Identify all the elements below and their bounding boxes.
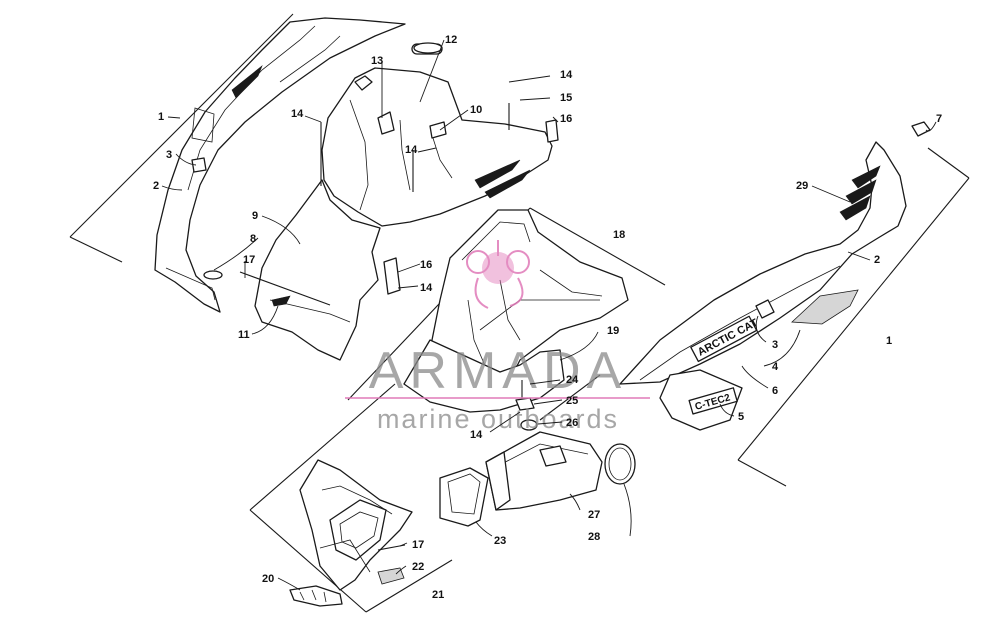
hood-lower: [254, 179, 381, 361]
clip-left: [383, 257, 401, 295]
clip-right: [545, 119, 559, 143]
callout-22: 22: [412, 561, 424, 573]
callout-14-d: 14: [420, 282, 433, 294]
watermark-main: ARMADA: [369, 342, 627, 400]
callout-14-b: 14: [405, 144, 418, 156]
hood-vent: [271, 295, 291, 307]
watermark: ARMADA marine outboards: [345, 240, 650, 434]
right-panel-stripes: [839, 165, 881, 221]
callout-14-c: 14: [560, 69, 573, 81]
callout-15: 15: [560, 92, 572, 104]
clamp-28: [604, 443, 636, 485]
callout-17-lower: 17: [412, 539, 424, 551]
callout-10: 10: [470, 104, 482, 116]
callout-25: 25: [566, 395, 578, 407]
hood-upper: [321, 67, 553, 227]
callout-16-top: 16: [560, 113, 572, 125]
callout-7: 7: [936, 113, 942, 125]
callout-24: 24: [566, 374, 579, 386]
callout-8: 8: [250, 233, 256, 245]
callout-13: 13: [371, 55, 383, 67]
callout-18: 18: [613, 229, 625, 241]
left-grommet: [203, 270, 223, 280]
gasket-26: [520, 419, 538, 431]
callout-3-left: 3: [166, 149, 172, 161]
callout-6: 6: [772, 385, 778, 397]
callout-19: 19: [607, 325, 619, 337]
callout-2-left: 2: [153, 180, 159, 192]
callout-12: 12: [445, 34, 457, 46]
callout-21: 21: [432, 589, 444, 601]
watermark-logo: [466, 240, 530, 309]
leader-lines: [161, 39, 937, 591]
callout-14-a: 14: [291, 108, 304, 120]
callout-28: 28: [588, 531, 600, 543]
callout-4: 4: [772, 361, 779, 373]
clip-7: [911, 121, 931, 137]
callout-29: 29: [796, 180, 808, 192]
callout-26: 26: [566, 417, 578, 429]
bracket-20: [289, 585, 343, 607]
lower-front-assembly: [249, 383, 453, 613]
screen: [354, 75, 373, 91]
callout-5: 5: [738, 411, 744, 423]
callout-1-right: 1: [886, 335, 892, 347]
callout-1-left: 1: [158, 111, 164, 123]
callout-3-right: 3: [772, 339, 778, 351]
callout-23: 23: [494, 535, 506, 547]
hood-assembly: [239, 42, 559, 361]
left-panel-vent: [231, 65, 263, 99]
callout-17-upper: 17: [243, 254, 255, 266]
callout-16-mid: 16: [420, 259, 432, 271]
callout-2-right: 2: [874, 254, 880, 266]
air-box: [347, 207, 666, 431]
decal-4: [791, 289, 859, 325]
left-side-panel-assembly: [69, 13, 406, 313]
callout-14-e: 14: [470, 429, 483, 441]
latch-right: [429, 121, 447, 139]
callout-9: 9: [252, 210, 258, 222]
badge-3: [755, 299, 775, 319]
intake-duct: [439, 431, 636, 527]
bracket-line-1a: [69, 13, 294, 238]
gasket-23: [439, 467, 489, 527]
rod-17: [239, 271, 331, 306]
callout-20: 20: [262, 573, 274, 585]
right-side-panel-assembly: ARCTIC CAT C-TEC2: [539, 121, 970, 487]
left-panel-badge: [191, 157, 207, 173]
callout-11: 11: [238, 329, 250, 341]
watermark-sub: marine outboards: [377, 404, 619, 434]
callout-27: 27: [588, 509, 600, 521]
bracket-line-1b: [69, 236, 123, 263]
callouts: 1 3 2 8 17 9 11 13 12 14 10 14 14 15 16 …: [153, 34, 942, 601]
